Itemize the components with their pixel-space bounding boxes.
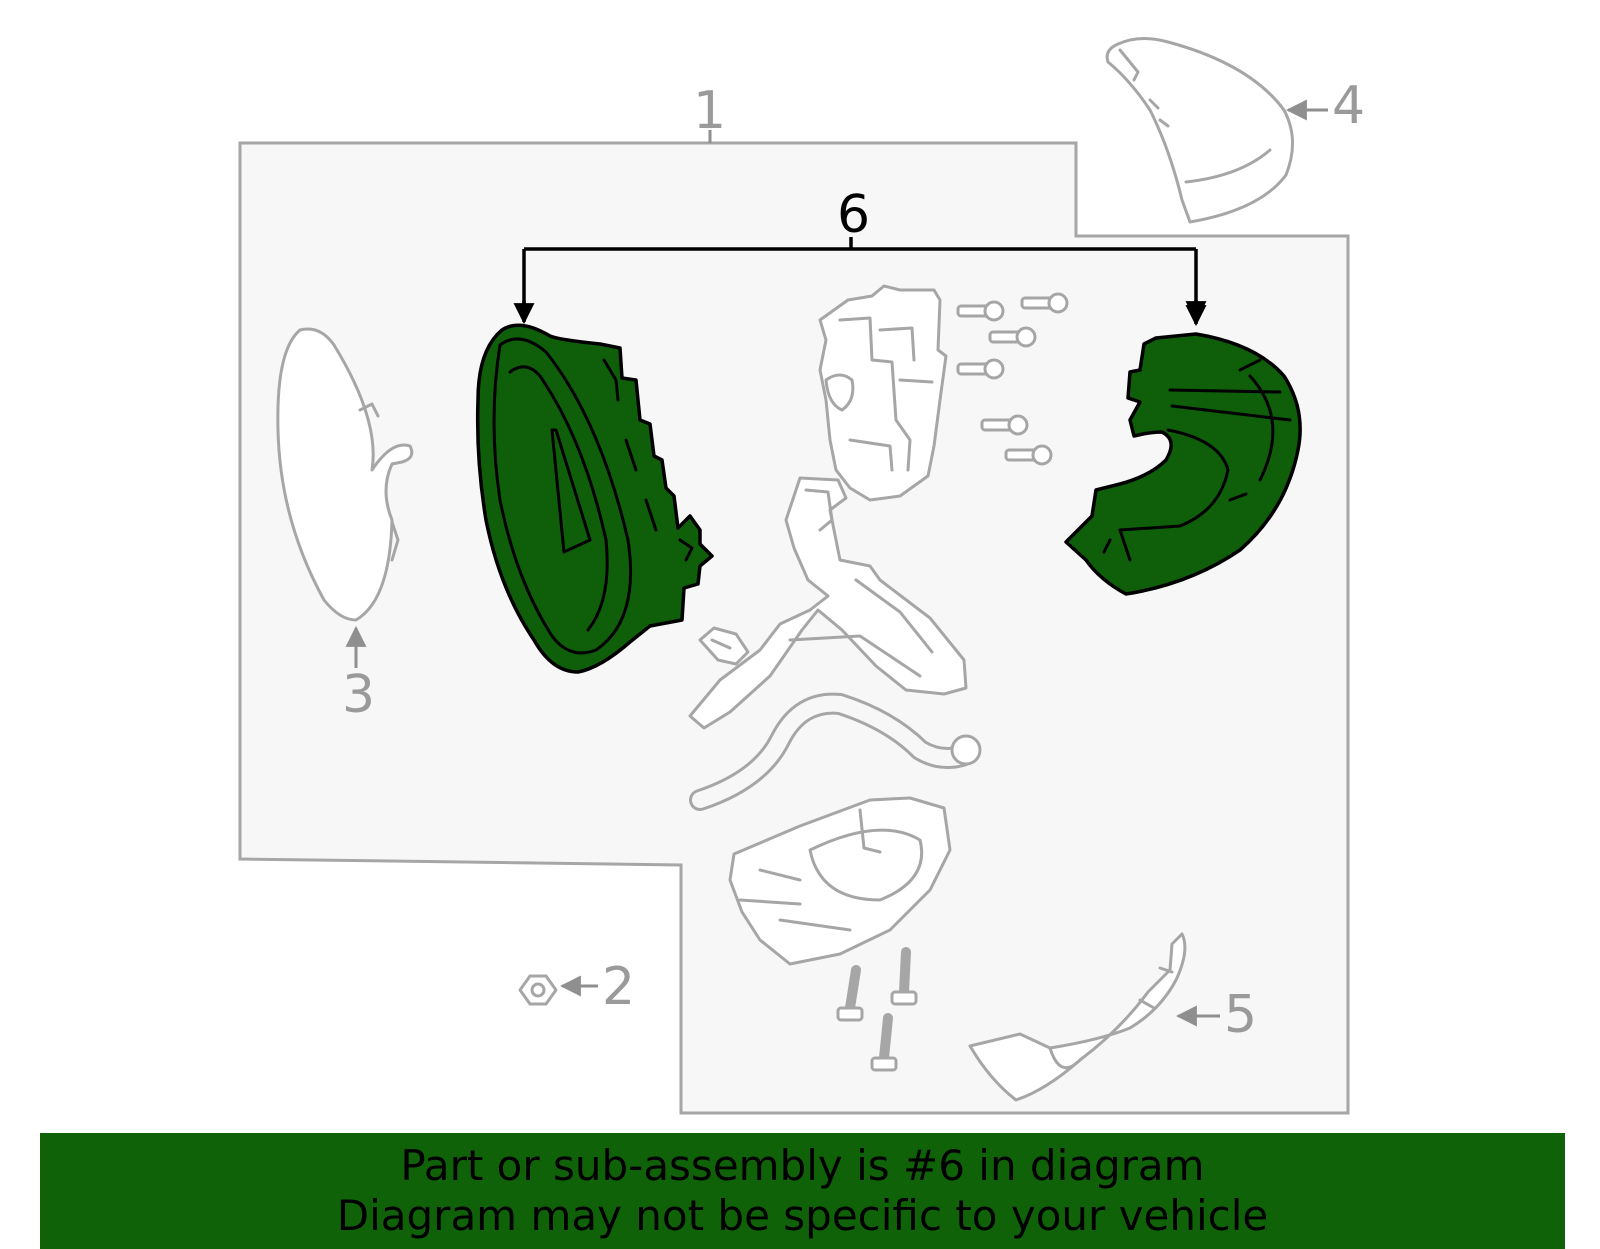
bolts-group [836,947,918,1072]
callout-5: 5 [1224,985,1257,1045]
mirror-actuator-part [818,284,948,502]
mirror-housing-frame [475,323,714,674]
mirror-cap-part [1105,37,1295,224]
part-info-banner: Part or sub-assembly is #6 in diagram Di… [40,1133,1565,1249]
mirror-housing-shell [1064,332,1302,596]
mirror-glass-part [276,327,414,622]
turn-signal-lamp-part [968,932,1187,1102]
callout-4: 4 [1332,76,1365,136]
wire-harness-part [689,692,982,811]
mirror-base-arm-part [688,476,968,730]
callout-2: 2 [602,957,635,1017]
callout-6: 6 [837,185,870,245]
mirror-base-part [728,796,952,966]
banner-line-2: Diagram may not be specific to your vehi… [336,1191,1269,1240]
screws-group [956,292,1069,466]
banner-line-1: Part or sub-assembly is #6 in diagram [400,1141,1205,1190]
callout-3: 3 [342,665,375,725]
nut-part [518,974,558,1006]
clip-part [698,626,750,666]
